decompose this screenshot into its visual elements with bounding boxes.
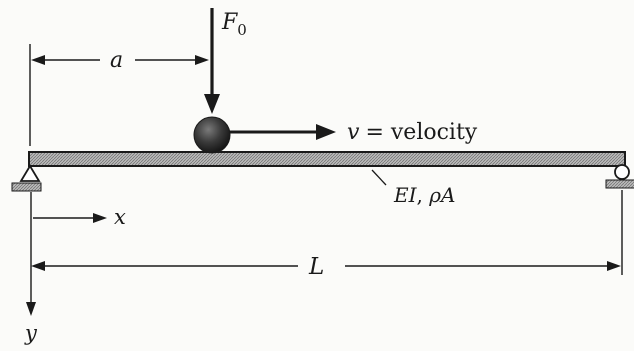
force-arrow [204, 8, 220, 114]
moving-mass [193, 116, 231, 154]
roller-support-right [605, 164, 634, 189]
svg-text:v= velocity: v= velocity [347, 120, 478, 145]
x-axis-arrow [33, 213, 107, 223]
dimension-length [31, 190, 623, 275]
force-subscript: 0 [237, 21, 247, 39]
dimension-a [29, 44, 209, 146]
property-separator: , [417, 183, 430, 207]
density-symbol: ρ [428, 183, 441, 207]
svg-text:EI, ρA: EI, ρA [393, 183, 455, 207]
x-axis-label: x [114, 205, 126, 229]
velocity-arrow [230, 124, 336, 140]
force-label: F [221, 10, 238, 35]
dimension-a-label: a [110, 48, 123, 73]
property-leader [371, 169, 387, 186]
beam [28, 151, 626, 167]
y-axis-label: y [24, 321, 38, 345]
svg-text:F0: F0 [221, 10, 247, 39]
dimension-length-label: L [308, 254, 324, 280]
velocity-label: = velocity [365, 120, 477, 145]
y-axis-arrow [26, 192, 36, 316]
stiffness-label: EI [393, 183, 418, 207]
area-symbol: A [439, 183, 455, 207]
pin-support-left [11, 164, 42, 192]
velocity-symbol: v [347, 120, 360, 145]
